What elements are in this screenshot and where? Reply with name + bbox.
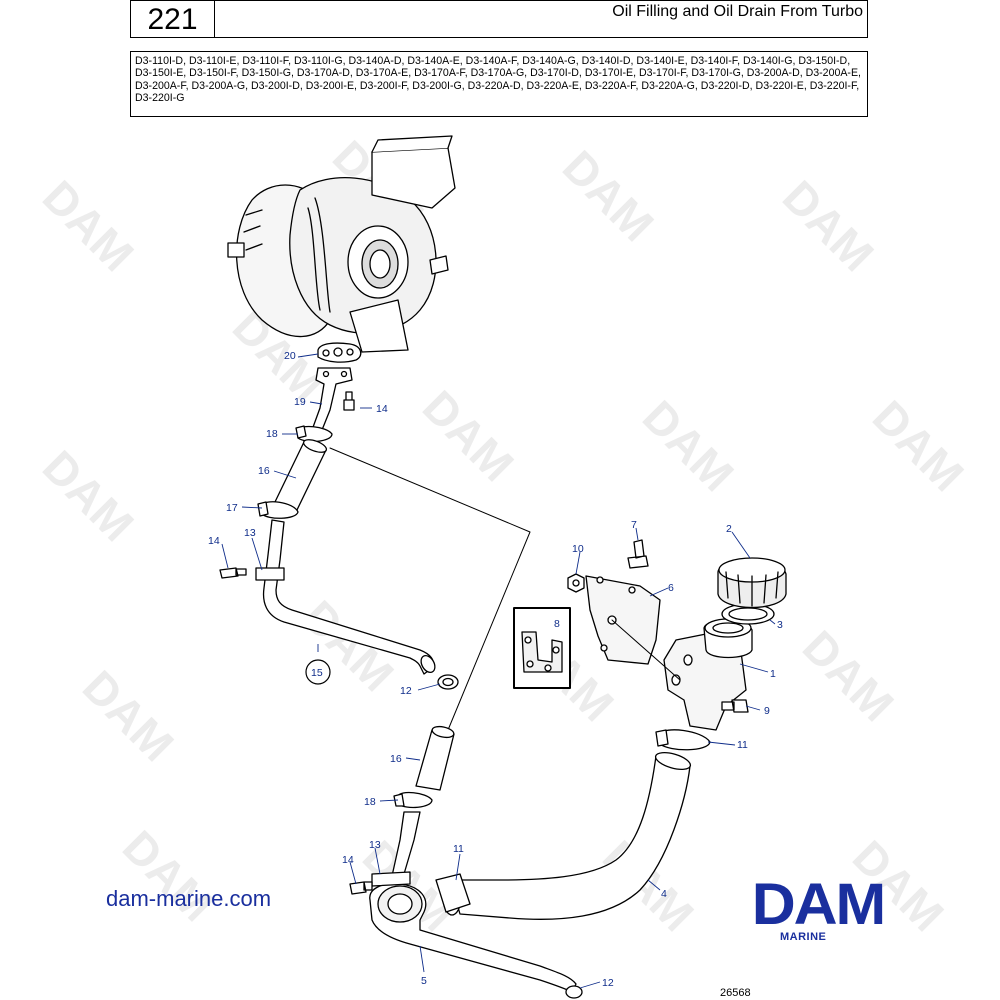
watermark-text: DAM [33, 170, 144, 281]
watermark-text: DAM [33, 440, 144, 551]
website-link[interactable]: dam-marine.com [106, 886, 272, 911]
callout-1: 1 [770, 668, 776, 680]
watermark-text: DAM [73, 660, 184, 771]
turbocharger [227, 135, 456, 353]
callout-11-upper: 11 [737, 739, 748, 751]
watermark-group: DAM DAM DAM DAM DAM DAM DAM DAM DAM DAM … [33, 130, 974, 941]
watermark-text: DAM [793, 620, 904, 731]
hose-16-lower [415, 729, 455, 791]
clip-13-upper [255, 567, 285, 581]
callout-18-lower: 18 [364, 796, 376, 808]
bolt-7 [627, 539, 649, 569]
page-number: 221 [131, 1, 215, 37]
callout-14-upper: 14 [376, 403, 388, 415]
callout-13-lower: 13 [369, 839, 381, 851]
callout-7: 7 [631, 519, 637, 531]
bracket-6 [585, 575, 661, 665]
page-title: Oil Filling and Oil Drain From Turbo [612, 3, 863, 20]
brand-subtitle: MARINE [780, 931, 827, 943]
watermark-text: DAM [863, 390, 974, 501]
clamp-11-lower [435, 873, 471, 913]
callout-6: 6 [668, 582, 674, 594]
diagram-number: 26568 [720, 987, 751, 999]
watermark-text: DAM [633, 390, 744, 501]
watermark-text: DAM [413, 380, 524, 491]
callout-10: 10 [572, 543, 584, 555]
callout-19: 19 [294, 396, 306, 408]
callout-15: 15 [311, 667, 323, 679]
callout-5: 5 [421, 975, 427, 987]
watermark-text: DAM [553, 140, 664, 251]
callout-13-upper: 13 [244, 527, 256, 539]
callout-12-upper: 12 [400, 685, 412, 697]
callout-18-upper: 18 [266, 428, 278, 440]
callout-9: 9 [764, 705, 770, 717]
callout-8: 8 [554, 618, 560, 630]
callout-14-lower: 14 [342, 854, 354, 866]
hose-4 [449, 755, 691, 920]
brand-logo: DAM [752, 871, 884, 936]
bolt-14-left [219, 567, 247, 579]
callout-2: 2 [726, 523, 732, 535]
callout-16-lower: 16 [390, 753, 402, 765]
model-list: D3-110I-D, D3-110I-E, D3-110I-F, D3-110I… [130, 51, 868, 117]
watermark-text: DAM [113, 820, 224, 931]
clip-13-lower [371, 871, 411, 887]
callout-20: 20 [284, 350, 296, 362]
header-box: 221 Oil Filling and Oil Drain From Turbo [130, 0, 868, 38]
callout-12-lower: 12 [602, 977, 614, 989]
bolt-14-upper [343, 391, 355, 411]
bolt-14-lower [349, 881, 373, 895]
callout-17: 17 [226, 502, 238, 514]
callout-4: 4 [661, 888, 667, 900]
bolt-9 [721, 699, 749, 713]
callout-16-upper: 16 [258, 465, 270, 477]
watermark-text: DAM [773, 170, 884, 281]
callout-14-left: 14 [208, 535, 220, 547]
clamp-17 [261, 501, 299, 519]
callout-3: 3 [777, 619, 783, 631]
washer-12-lower [565, 985, 583, 999]
callout-11-lower: 11 [453, 843, 464, 855]
